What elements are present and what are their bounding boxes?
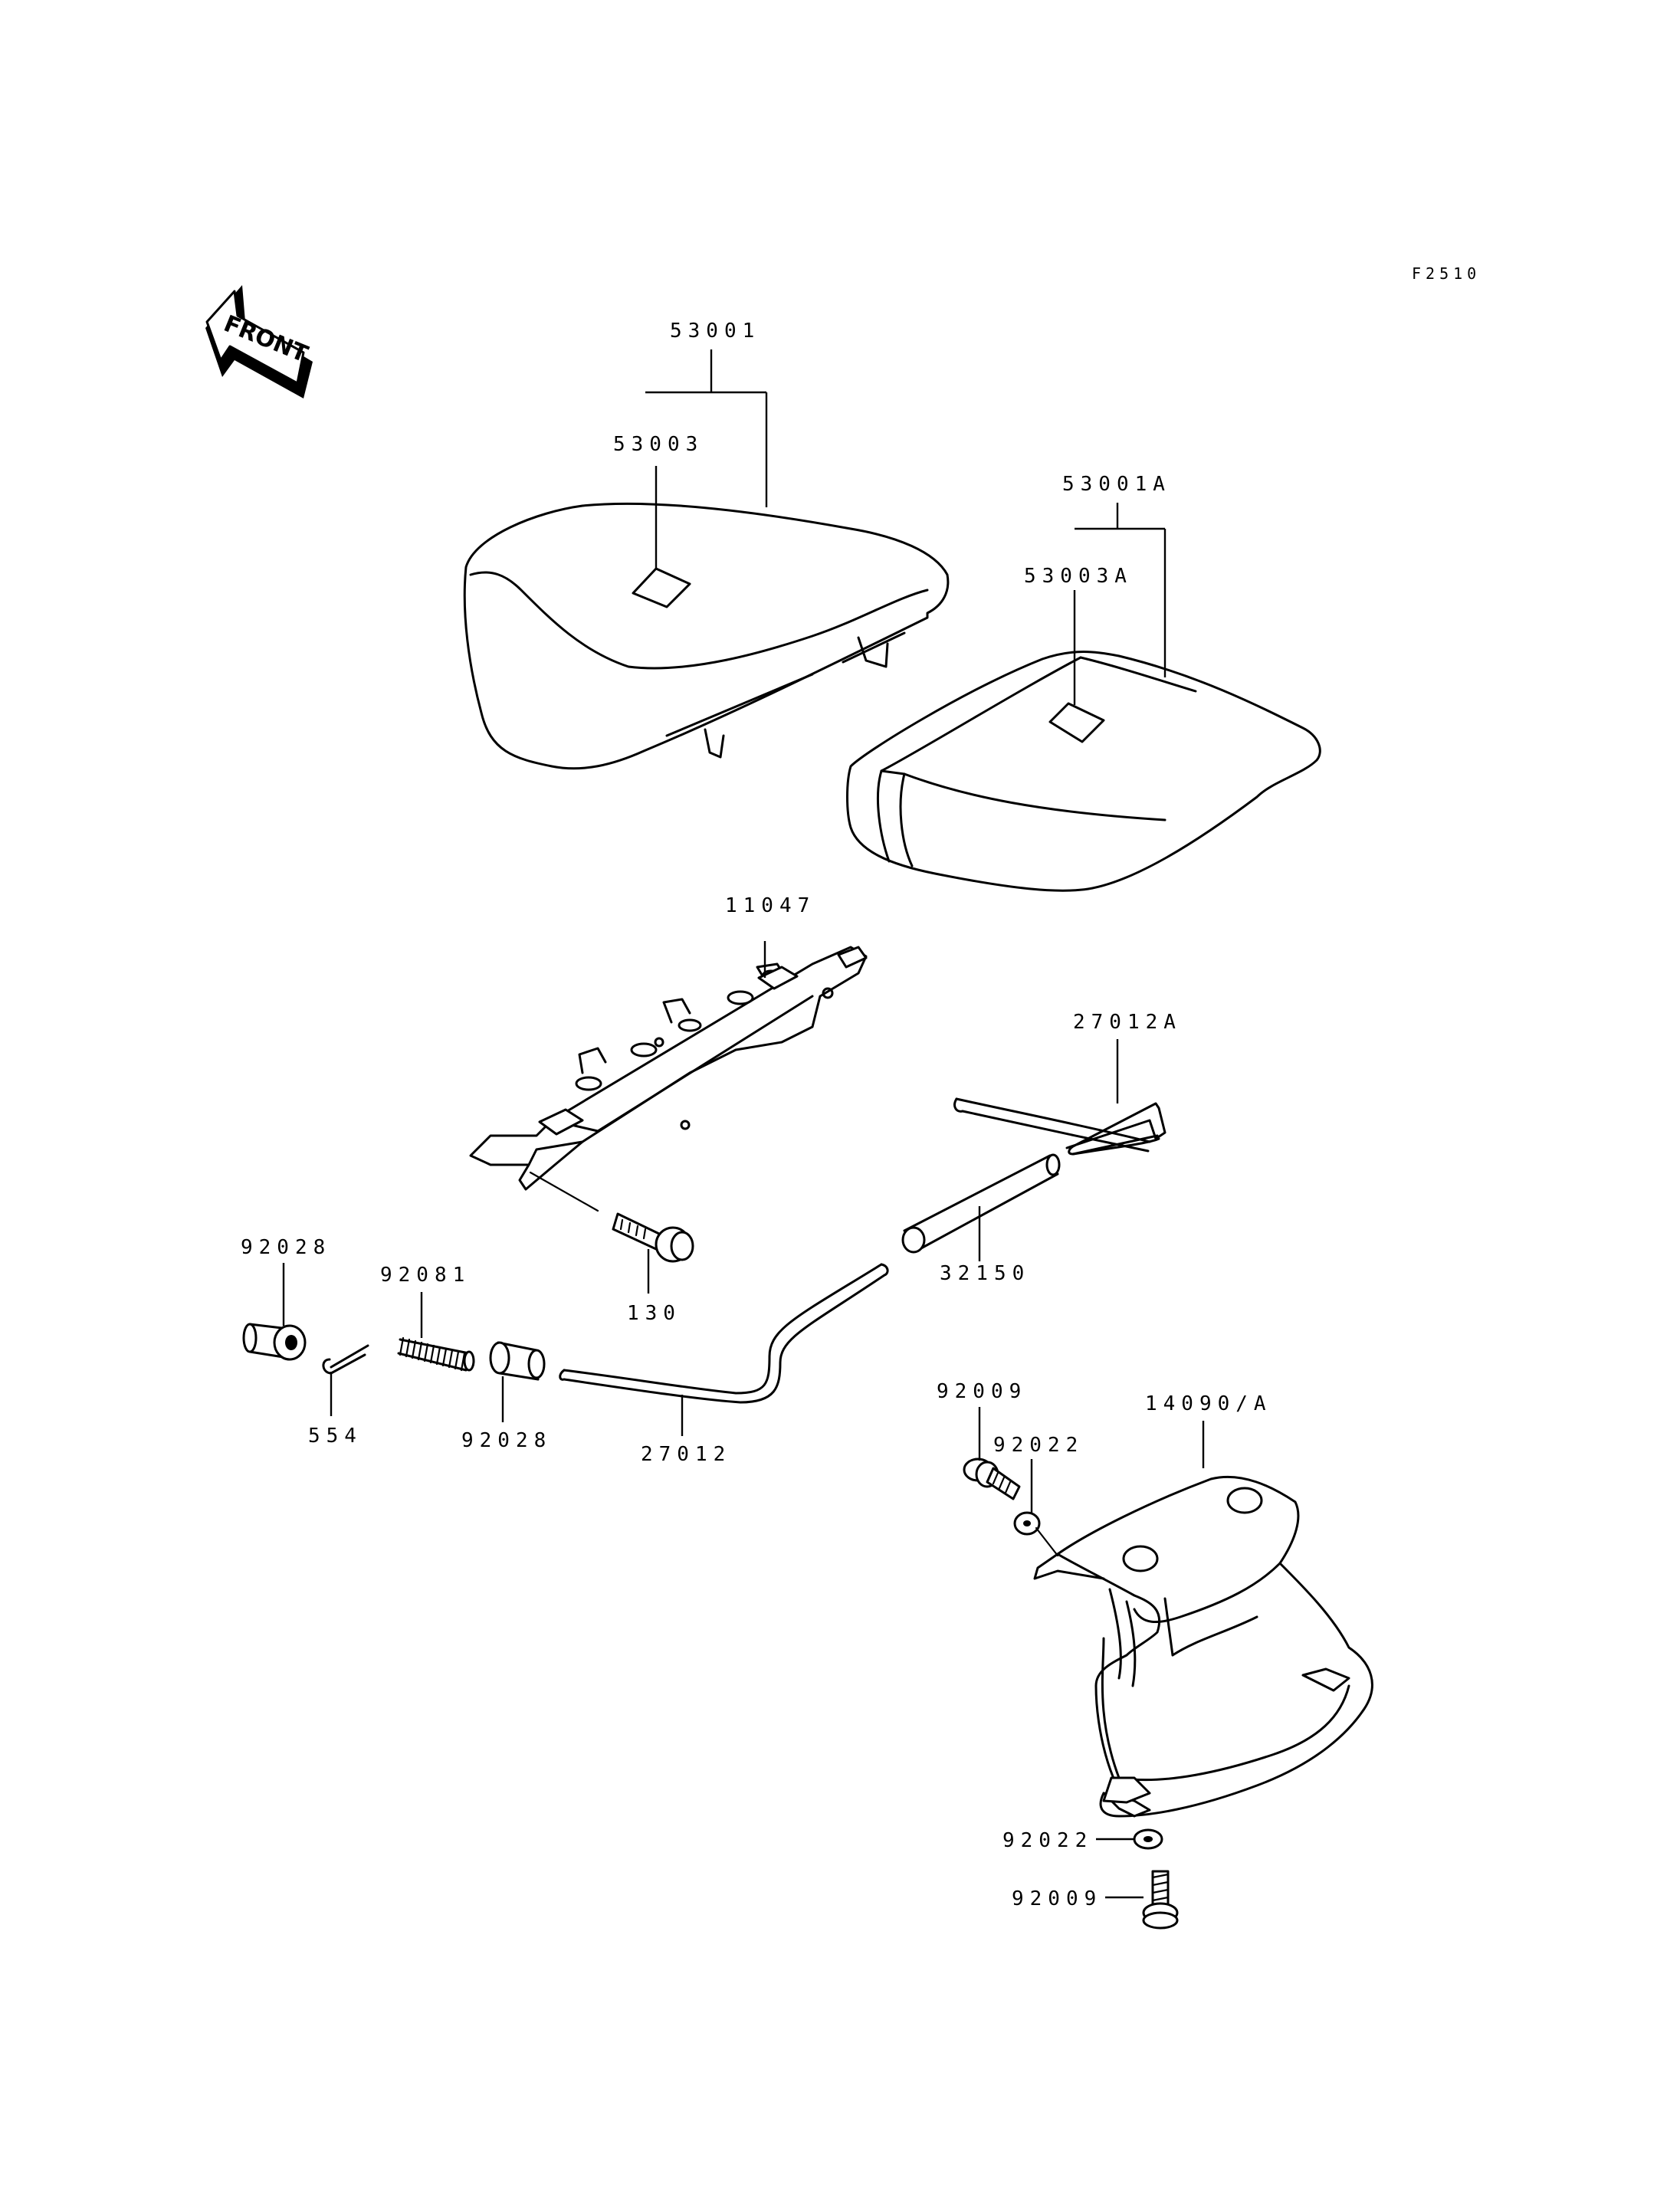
spring-92081 [397, 1336, 475, 1372]
seat-bracket [469, 946, 868, 1191]
front-arrow-icon: FRONT [205, 285, 313, 398]
rod-27012a [953, 1097, 1166, 1156]
parts-leaders [282, 941, 1205, 1899]
label-92081: 92081 [380, 1264, 471, 1287]
label-53003a: 53003A [1024, 565, 1133, 588]
part-labels: 53001 53003 53001A 53003A 11047 27012A 9… [241, 320, 1272, 1910]
bolt-92009-bottom [1142, 1870, 1179, 1930]
label-32150: 32150 [940, 1262, 1030, 1285]
grab-rail [1033, 1475, 1373, 1818]
label-92022-bottom: 92022 [1002, 1829, 1093, 1852]
bolt-92009-top [963, 1458, 1021, 1500]
collar-92028-left [242, 1323, 307, 1361]
label-130: 130 [627, 1302, 681, 1325]
label-53003: 53003 [613, 433, 704, 456]
passenger-seat [846, 651, 1321, 892]
label-53001a: 53001A [1062, 473, 1171, 496]
label-53001: 53001 [670, 320, 760, 343]
collar-92028-right [489, 1341, 546, 1381]
bolt-130 [529, 1171, 694, 1263]
label-14090a: 14090/A [1145, 1392, 1272, 1415]
tube-32150 [901, 1153, 1061, 1254]
label-27012a: 27012A [1073, 1011, 1182, 1034]
label-92009-bottom: 92009 [1012, 1887, 1102, 1910]
label-92028-top: 92028 [241, 1236, 331, 1259]
label-92022-top: 92022 [993, 1434, 1084, 1457]
label-92009-top: 92009 [937, 1380, 1027, 1403]
cotter-pin-554 [322, 1344, 369, 1375]
rider-seat [463, 502, 950, 770]
seat-leaders [645, 349, 1166, 705]
label-92028-bottom: 92028 [461, 1429, 552, 1452]
label-11047: 11047 [725, 894, 815, 917]
rod-27012 [559, 1263, 889, 1404]
washer-92022-top [1013, 1511, 1059, 1557]
figure-code: F2510 [1412, 264, 1481, 283]
washer-92022-bottom [1133, 1828, 1163, 1850]
label-27012: 27012 [641, 1443, 731, 1466]
label-554: 554 [308, 1425, 363, 1448]
